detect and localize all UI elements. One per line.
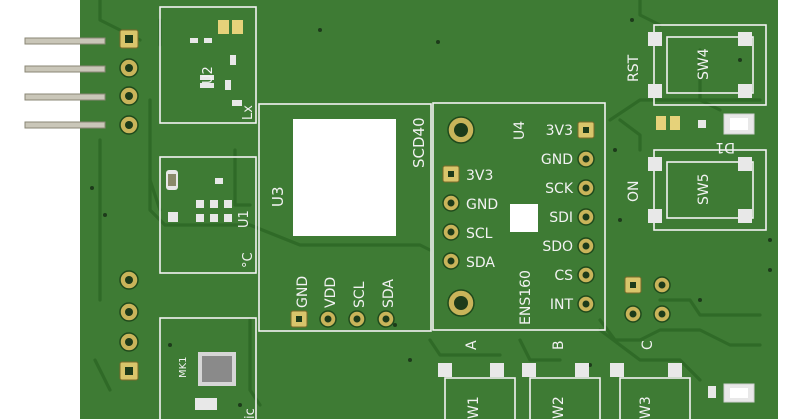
u4-pin-sdo: SDO <box>542 239 573 255</box>
u3-ref: U3 <box>269 186 287 207</box>
sw2-label: B <box>551 340 567 350</box>
u1-module: U1 °C <box>159 156 257 274</box>
sw1-switch: W1 A <box>438 340 516 419</box>
header-j1 <box>119 29 139 135</box>
u4-name: ENS160 <box>518 270 534 325</box>
u1-sub: °C <box>241 252 256 268</box>
sw4-switch: SW4 RST <box>626 24 767 106</box>
u4-ref: U4 <box>512 121 528 140</box>
u4-left-pin-gnd: GND <box>466 197 498 213</box>
mk1-module: MK1 ic <box>159 317 258 419</box>
d1-ref: D1 <box>715 139 735 155</box>
sw5-switch: SW5 ON <box>626 149 767 231</box>
u3-pin-gnd: GND <box>295 276 311 308</box>
u4-pin-cs: CS <box>554 268 573 284</box>
board-edge-right <box>778 0 800 419</box>
vias <box>90 18 772 407</box>
pcb-board <box>80 0 780 419</box>
u2-ref: U2 <box>201 66 216 84</box>
header-pins <box>24 37 106 129</box>
sw3-ref: W3 <box>638 396 654 419</box>
sw3-switch: W3 C <box>610 340 691 419</box>
sw2-switch: W2 B <box>522 340 601 419</box>
u4-ens160-module: 3V3 GND SCL SDA 3V3 GND SCK SDI SDO CS I… <box>432 102 606 331</box>
u4-left-pin-sda: SDA <box>466 255 495 271</box>
u4-left-pin-scl: SCL <box>466 226 493 242</box>
sw5-label: ON <box>626 181 642 203</box>
sw1-label: A <box>464 340 480 350</box>
ens160-sensor-body <box>510 204 538 232</box>
u3-pin-vdd: VDD <box>323 277 339 308</box>
header-j2 <box>119 270 139 381</box>
u4-pin-gnd: GND <box>541 152 573 168</box>
d1-led: D1 <box>656 113 755 155</box>
u3-pin-sda: SDA <box>381 279 397 308</box>
mk1-ref: MK1 <box>178 356 189 378</box>
u3-pin-scl: SCL <box>352 281 368 308</box>
sw5-ref: SW5 <box>696 173 712 205</box>
u2-sub: Lx <box>241 105 256 120</box>
sw4-ref: SW4 <box>696 48 712 80</box>
u4-pin-sck: SCK <box>545 181 574 197</box>
u3-name: SCD40 <box>410 117 428 168</box>
sw1-ref: W1 <box>466 396 482 419</box>
copper-traces <box>93 0 762 407</box>
mk1-sub: ic <box>243 408 258 419</box>
header-j3 <box>624 276 671 323</box>
u1-ref: U1 <box>237 210 252 228</box>
u3-scd40-module: U3 SCD40 GND VDD SCL SDA <box>258 103 432 332</box>
u4-left-pin-3v3: 3V3 <box>466 168 493 184</box>
u2-module: U2 Lx <box>159 6 257 124</box>
sw2-ref: W2 <box>551 396 567 419</box>
sw3-label: C <box>640 340 656 350</box>
sw4-label: RST <box>626 54 642 82</box>
scd40-sensor-body <box>293 119 396 236</box>
u4-pin-int: INT <box>550 297 574 313</box>
u4-pin-sdi: SDI <box>549 210 573 226</box>
u4-pin-3v3: 3V3 <box>546 123 573 139</box>
d2-led <box>708 383 755 403</box>
